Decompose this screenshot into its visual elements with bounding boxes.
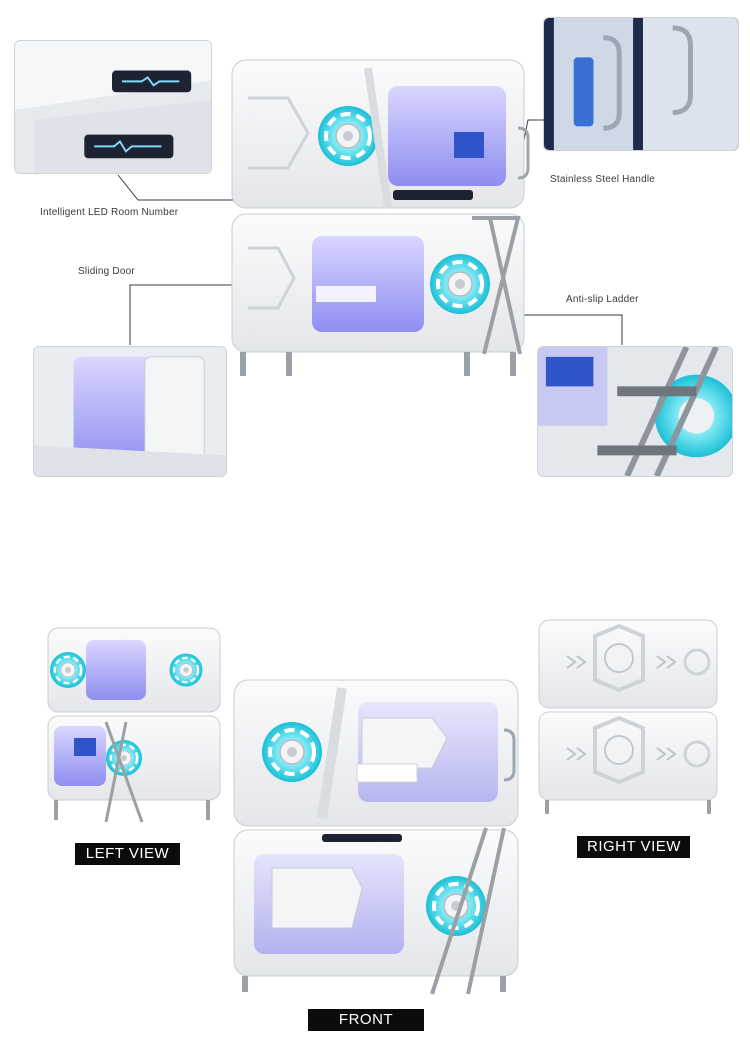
hero-capsule-pod xyxy=(231,59,530,376)
front-view-label: FRONT xyxy=(308,1009,424,1031)
led-room-number-photo xyxy=(14,40,212,174)
anti-slip-ladder-photo xyxy=(537,346,733,477)
left-view-label: LEFT VIEW xyxy=(75,843,180,865)
stainless-handle-label: Stainless Steel Handle xyxy=(550,174,656,185)
right-view-pod xyxy=(538,619,718,814)
left-view-pod xyxy=(47,627,221,823)
sliding-door-label: Sliding Door xyxy=(78,266,135,277)
sliding-door-photo xyxy=(33,346,227,477)
stainless-handle-photo xyxy=(543,17,739,151)
anti-slip-ladder-label: Anti-slip Ladder xyxy=(566,294,639,305)
front-view-pod xyxy=(233,679,519,995)
led-room-number-label: Intelligent LED Room Number xyxy=(40,207,179,218)
right-view-label: RIGHT VIEW xyxy=(577,836,690,858)
